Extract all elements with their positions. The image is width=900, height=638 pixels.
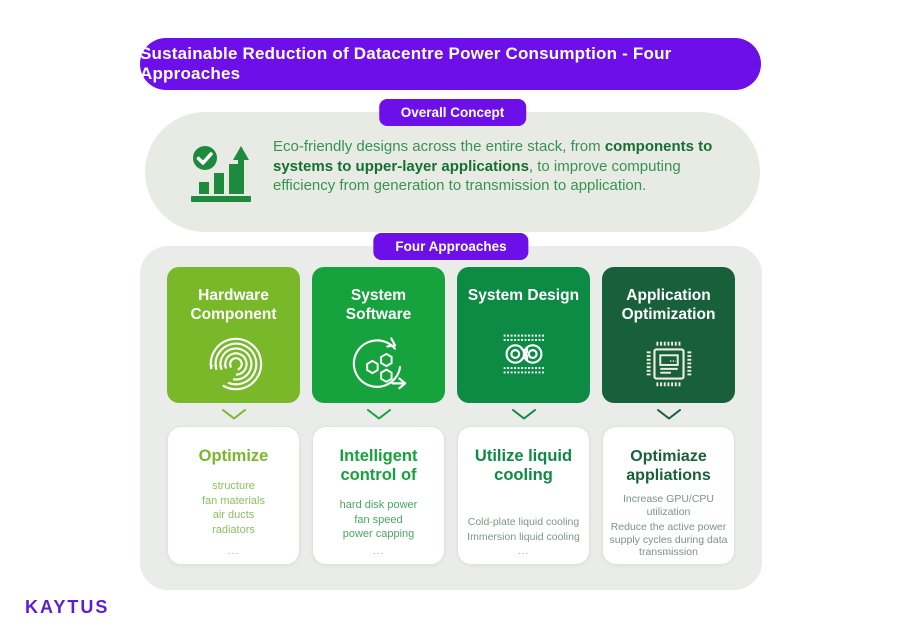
list-item: hard disk power: [339, 499, 418, 511]
overall-concept-text: Eco-friendly designs across the entire s…: [273, 137, 741, 196]
list-item: structure: [212, 480, 255, 492]
approach-columns: Hardware Component: [167, 267, 735, 565]
detail-card-title: Optimize: [198, 447, 269, 465]
overall-text-pre: Eco-friendly designs across the entire s…: [273, 138, 605, 155]
approach-column-application-optimization: Application Optimization: [602, 267, 735, 565]
approach-title: System Design: [467, 287, 580, 304]
kaytus-logo: KAYTUS: [25, 597, 110, 617]
disk-arcs-icon: [203, 324, 265, 403]
approach-card-application-optimization: Application Optimization: [602, 267, 735, 403]
agile-cycle-icon: [348, 324, 410, 403]
growth-check-icon: [183, 138, 259, 213]
list-item: radiators: [212, 523, 255, 536]
chevron-down-icon: [221, 403, 247, 426]
page-title: Sustainable Reduction of Datacentre Powe…: [140, 44, 672, 83]
four-approaches-panel: Four Approaches Hardware Component: [140, 233, 762, 590]
four-approaches-badge: Four Approaches: [373, 233, 529, 260]
ellipsis-more: ...: [372, 546, 385, 557]
detail-card-liquid-cooling: Utilize liquid cooling Cold-plate liquid…: [457, 426, 590, 565]
ellipsis-more: ...: [227, 546, 240, 557]
approach-card-system-software: System Software: [312, 267, 445, 403]
list-item: Cold-plate liquid cooling: [467, 516, 580, 528]
list-item: Reduce the active power supply cycles du…: [609, 521, 728, 558]
detail-card-optimize-applications: Optimiaze appliations Increase GPU/CPU u…: [602, 426, 735, 565]
approach-column-hardware-component: Hardware Component: [167, 267, 300, 565]
chevron-down-icon: [511, 403, 537, 426]
list-item: fan materials: [202, 494, 265, 507]
title-banner: Sustainable Reduction of Datacentre Powe…: [140, 38, 761, 90]
detail-card-title: Optimiaze appliations: [626, 448, 711, 484]
approach-title: System Software: [345, 287, 412, 323]
detail-card-list: Increase GPU/CPU utilization Reduce the …: [603, 493, 734, 562]
list-item: Immersion liquid cooling: [467, 530, 580, 543]
approach-card-system-design: System Design: [457, 267, 590, 403]
detail-card-list: hard disk power fan speed power capping: [336, 498, 422, 542]
detail-card-title: Utilize liquid cooling: [474, 447, 573, 484]
ellipsis-more: ...: [517, 546, 530, 557]
chevron-down-icon: [366, 403, 392, 426]
approach-title: Hardware Component: [190, 287, 277, 323]
approach-card-hardware-component: Hardware Component: [167, 267, 300, 403]
detail-card-list: Cold-plate liquid cooling Immersion liqu…: [463, 515, 584, 544]
detail-card-intelligent-control: Intelligent control of hard disk power f…: [312, 426, 445, 565]
list-item: power capping: [342, 528, 415, 540]
overall-text-bold: components to systems to upper-layer app…: [273, 138, 713, 175]
chip-icon: [638, 324, 700, 403]
ellipsis-more: ...: [662, 546, 675, 557]
overall-text-post: , to improve computing efficiency from g…: [273, 157, 681, 195]
chevron-down-icon: [656, 403, 682, 426]
cooling-loops-icon: [493, 305, 555, 403]
detail-card-list: structure fan materials air ducts radiat…: [198, 479, 269, 537]
detail-card-optimize: Optimize structure fan materials air duc…: [167, 426, 300, 565]
list-item: air ducts: [212, 509, 255, 521]
approach-title: Application Optimization: [621, 287, 716, 323]
detail-card-title: Intelligent control of: [339, 447, 418, 484]
overall-concept-badge: Overall Concept: [378, 99, 527, 126]
overall-concept-section: Overall Concept Eco-friendly designs acr…: [145, 99, 760, 232]
list-item: fan speed: [354, 513, 403, 526]
list-item: Increase GPU/CPU utilization: [622, 493, 715, 518]
approach-column-system-design: System Design: [457, 267, 590, 565]
approach-column-system-software: System Software: [312, 267, 445, 565]
